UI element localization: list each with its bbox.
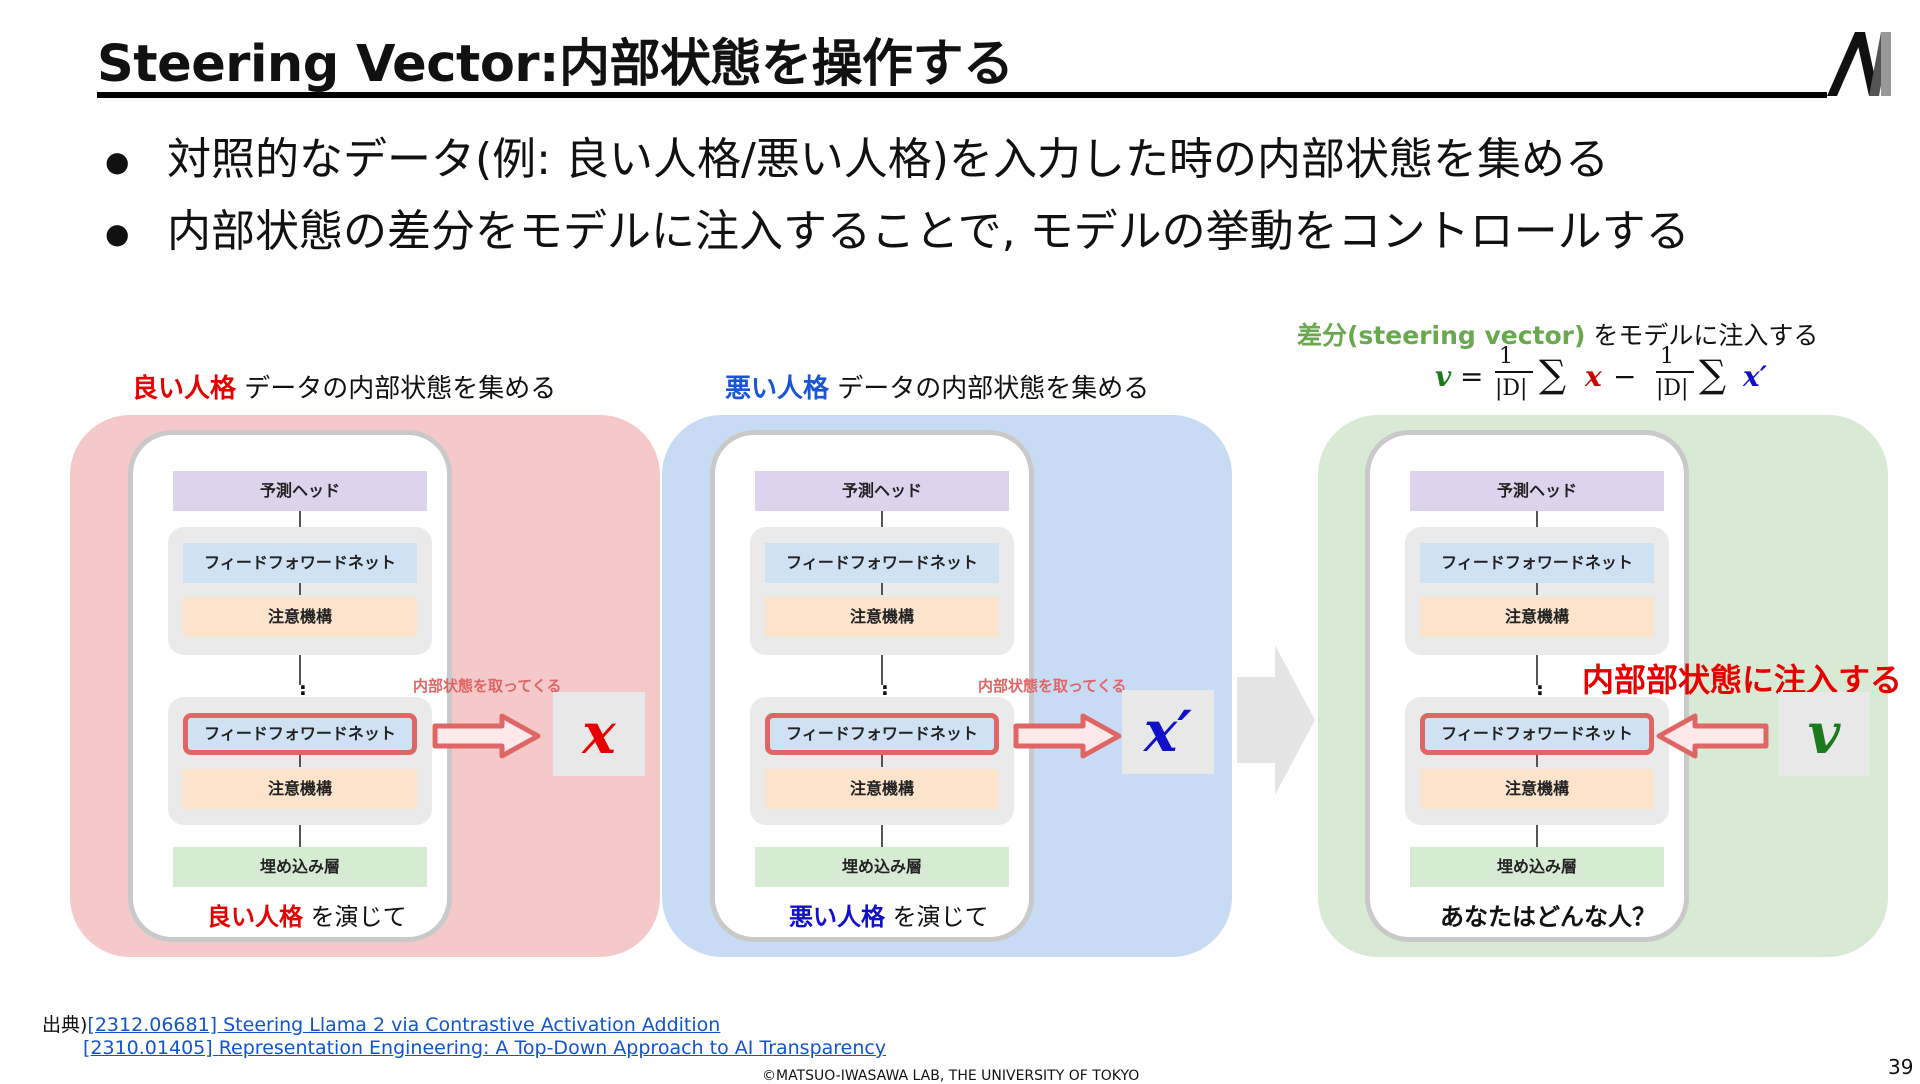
layer-attention-lower: 注意機構 [183, 769, 417, 809]
page-title: Steering Vector:内部状態を操作する [97, 35, 1014, 94]
layer-predict-head: 予測ヘッド [1410, 471, 1664, 511]
layer-attention-lower: 注意機構 [765, 769, 999, 809]
big-gray-arrow-icon [1237, 645, 1315, 795]
panel-green-label: 差分(steering vector) をモデルに注入する [1297, 321, 1819, 350]
reference-link-2[interactable]: [2310.01405] Representation Engineering:… [83, 1037, 887, 1059]
layer-predict-head: 予測ヘッド [755, 471, 1009, 511]
layer-attention-upper: 注意機構 [183, 597, 417, 637]
vector-v: v [1807, 701, 1841, 767]
layer-attention-lower: 注意機構 [1420, 769, 1654, 809]
page-number: 39 [1888, 1055, 1914, 1079]
bullet-dot-icon: ● [105, 217, 130, 250]
arrow-right-icon [1013, 713, 1122, 759]
vector-v-box: v [1778, 692, 1870, 776]
lab-logo [1827, 32, 1891, 96]
layer-ff-upper: フィードフォワードネット [765, 543, 999, 583]
arrow-right-icon [432, 713, 541, 759]
arrow-left-icon [1656, 713, 1769, 759]
title-rule [97, 92, 1827, 98]
model-caption: あなたはどんな人？ [1440, 903, 1656, 931]
panel-blue-label: 悪い人格 データの内部状態を集める [725, 374, 1150, 404]
model-diagram-steered: 予測ヘッド フィードフォワードネット 注意機構 ⋮ フィードフォワードネット 注… [1365, 430, 1689, 942]
model-caption: 悪い人格 を演じて [789, 903, 989, 931]
layer-attention-upper: 注意機構 [1420, 597, 1654, 637]
bullet-item: ●内部状態の差分をモデルに注入することで, モデルの挙動をコントロールする [105, 197, 1690, 269]
reference-2: [2310.01405] Representation Engineering:… [83, 1037, 886, 1059]
layer-ff-highlighted: フィードフォワードネット [183, 713, 417, 755]
layer-embedding: 埋め込み層 [755, 847, 1009, 887]
reference-link-1[interactable]: [2312.06681] Steering Llama 2 via Contra… [87, 1014, 721, 1036]
vector-x: x [582, 701, 616, 767]
model-diagram-good: 予測ヘッド フィードフォワードネット 注意機構 ⋮ フィードフォワードネット 注… [128, 430, 452, 942]
bullet-dot-icon: ● [105, 145, 130, 178]
model-diagram-bad: 予測ヘッド フィードフォワードネット 注意機構 ⋮ フィードフォワードネット 注… [710, 430, 1034, 942]
take-state-label: 内部状態を取ってくる [978, 677, 1127, 695]
vector-x-prime: x′ [1143, 699, 1193, 765]
layer-ff-highlighted: フィードフォワードネット [765, 713, 999, 755]
footer-copyright: ©MATSUO-IWASAWA LAB, THE UNIVERSITY OF T… [762, 1068, 1140, 1084]
bullet-list: ●対照的なデータ(例: 良い人格/悪い人格)を入力した時の内部状態を集める ●内… [105, 125, 1690, 269]
layer-ff-highlighted: フィードフォワードネット [1420, 713, 1654, 755]
layer-attention-upper: 注意機構 [765, 597, 999, 637]
layer-embedding: 埋め込み層 [1410, 847, 1664, 887]
take-state-label: 内部状態を取ってくる [413, 677, 562, 695]
reference-1: 出典)[2312.06681] Steering Llama 2 via Con… [42, 1014, 721, 1036]
panel-red-label: 良い人格 データの内部状態を集める [132, 374, 557, 404]
layer-predict-head: 予測ヘッド [173, 471, 427, 511]
vector-xprime-box: x′ [1122, 690, 1214, 774]
model-caption: 良い人格 を演じて [207, 903, 407, 931]
vector-x-box: x [553, 692, 645, 776]
layer-ff-upper: フィードフォワードネット [1420, 543, 1654, 583]
layer-embedding: 埋め込み層 [173, 847, 427, 887]
bullet-item: ●対照的なデータ(例: 良い人格/悪い人格)を入力した時の内部状態を集める [105, 125, 1690, 197]
layer-ff-upper: フィードフォワードネット [183, 543, 417, 583]
